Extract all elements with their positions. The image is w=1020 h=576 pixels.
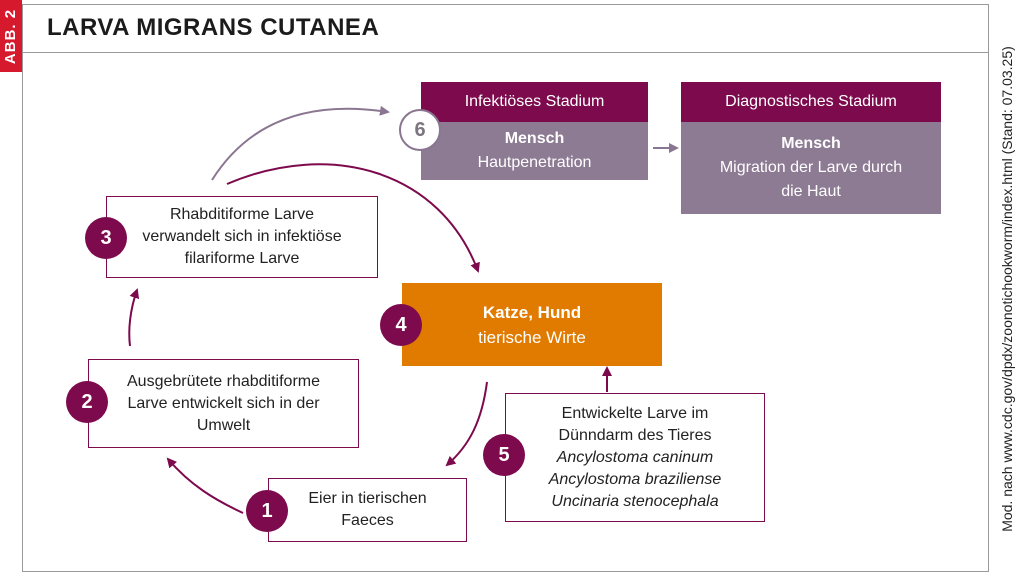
infective-stage-header: Infektiöses Stadium bbox=[421, 82, 648, 122]
arrow-2-to-3 bbox=[128, 288, 140, 347]
infective-stage-body: Mensch Hautpenetration bbox=[421, 122, 648, 180]
frame-left-border bbox=[22, 4, 23, 572]
figure-title: LARVA MIGRANS CUTANEA bbox=[47, 14, 380, 41]
step-1-box: Eier in tierischen Faeces bbox=[268, 478, 467, 542]
arrow-3-to-6 bbox=[211, 105, 390, 181]
step-1-line1: Eier in tierischen bbox=[308, 490, 427, 507]
step-3-box: Rhabditiforme Larve verwandelt sich in i… bbox=[106, 196, 378, 278]
infective-stage-title: Mensch bbox=[504, 130, 565, 147]
step-2-badge: 2 bbox=[66, 381, 108, 423]
step-5-species-3: Uncinaria stenocephala bbox=[551, 492, 719, 510]
arrow-3-to-4 bbox=[226, 163, 480, 273]
frame-header-divider bbox=[22, 52, 988, 53]
step-3-line2: verwandelt sich in infektiöse bbox=[142, 228, 342, 245]
diagnostic-stage-body: Mensch Migration der Larve durch die Hau… bbox=[681, 122, 941, 214]
step-3-line1: Rhabditiforme Larve bbox=[169, 206, 315, 223]
step-5-badge: 5 bbox=[483, 434, 525, 476]
step-5-box: Entwickelte Larve im Dünndarm des Tieres… bbox=[505, 393, 765, 522]
frame-top-border bbox=[22, 4, 988, 5]
step-1-badge: 1 bbox=[246, 490, 288, 532]
host-desc: tierische Wirte bbox=[478, 327, 586, 347]
diagnostic-stage-desc-line1: Migration der Larve durch bbox=[719, 159, 903, 176]
arrow-1-to-2 bbox=[166, 457, 244, 514]
infective-stage-desc: Hautpenetration bbox=[477, 154, 592, 171]
step-3-line3: filariforme Larve bbox=[184, 250, 300, 267]
step-5-species-2: Ancylostoma braziliense bbox=[548, 470, 722, 488]
step-2-line2: Larve entwickelt sich in der bbox=[127, 394, 320, 412]
step-3-badge: 3 bbox=[85, 217, 127, 259]
diagnostic-stage-desc-line2: die Haut bbox=[781, 183, 841, 200]
step-2-line1: Ausgebrütete rhabditiforme bbox=[127, 372, 320, 390]
step-5-species-1: Ancylostoma caninum bbox=[556, 448, 714, 466]
arrow-4-to-1 bbox=[445, 381, 488, 467]
step-2-box: Ausgebrütete rhabditiforme Larve entwick… bbox=[88, 359, 359, 448]
step-4-badge: 4 bbox=[380, 304, 422, 346]
frame-right-border bbox=[988, 4, 989, 572]
diagnostic-stage-header: Diagnostisches Stadium bbox=[681, 82, 941, 122]
step-6-badge: 6 bbox=[399, 109, 441, 151]
step-2-line3: Umwelt bbox=[196, 416, 251, 434]
step-1-line2: Faeces bbox=[341, 512, 394, 529]
step-5-line1: Entwickelte Larve im bbox=[561, 404, 709, 422]
figure-tag: ABB. 2 bbox=[0, 0, 22, 72]
diagnostic-stage-title: Mensch bbox=[781, 135, 841, 152]
step-5-line2: Dünndarm des Tieres bbox=[558, 426, 712, 444]
frame-bottom-border bbox=[22, 571, 988, 572]
host-box: Katze, Hund tierische Wirte bbox=[402, 283, 662, 366]
host-title: Katze, Hund bbox=[482, 302, 582, 322]
